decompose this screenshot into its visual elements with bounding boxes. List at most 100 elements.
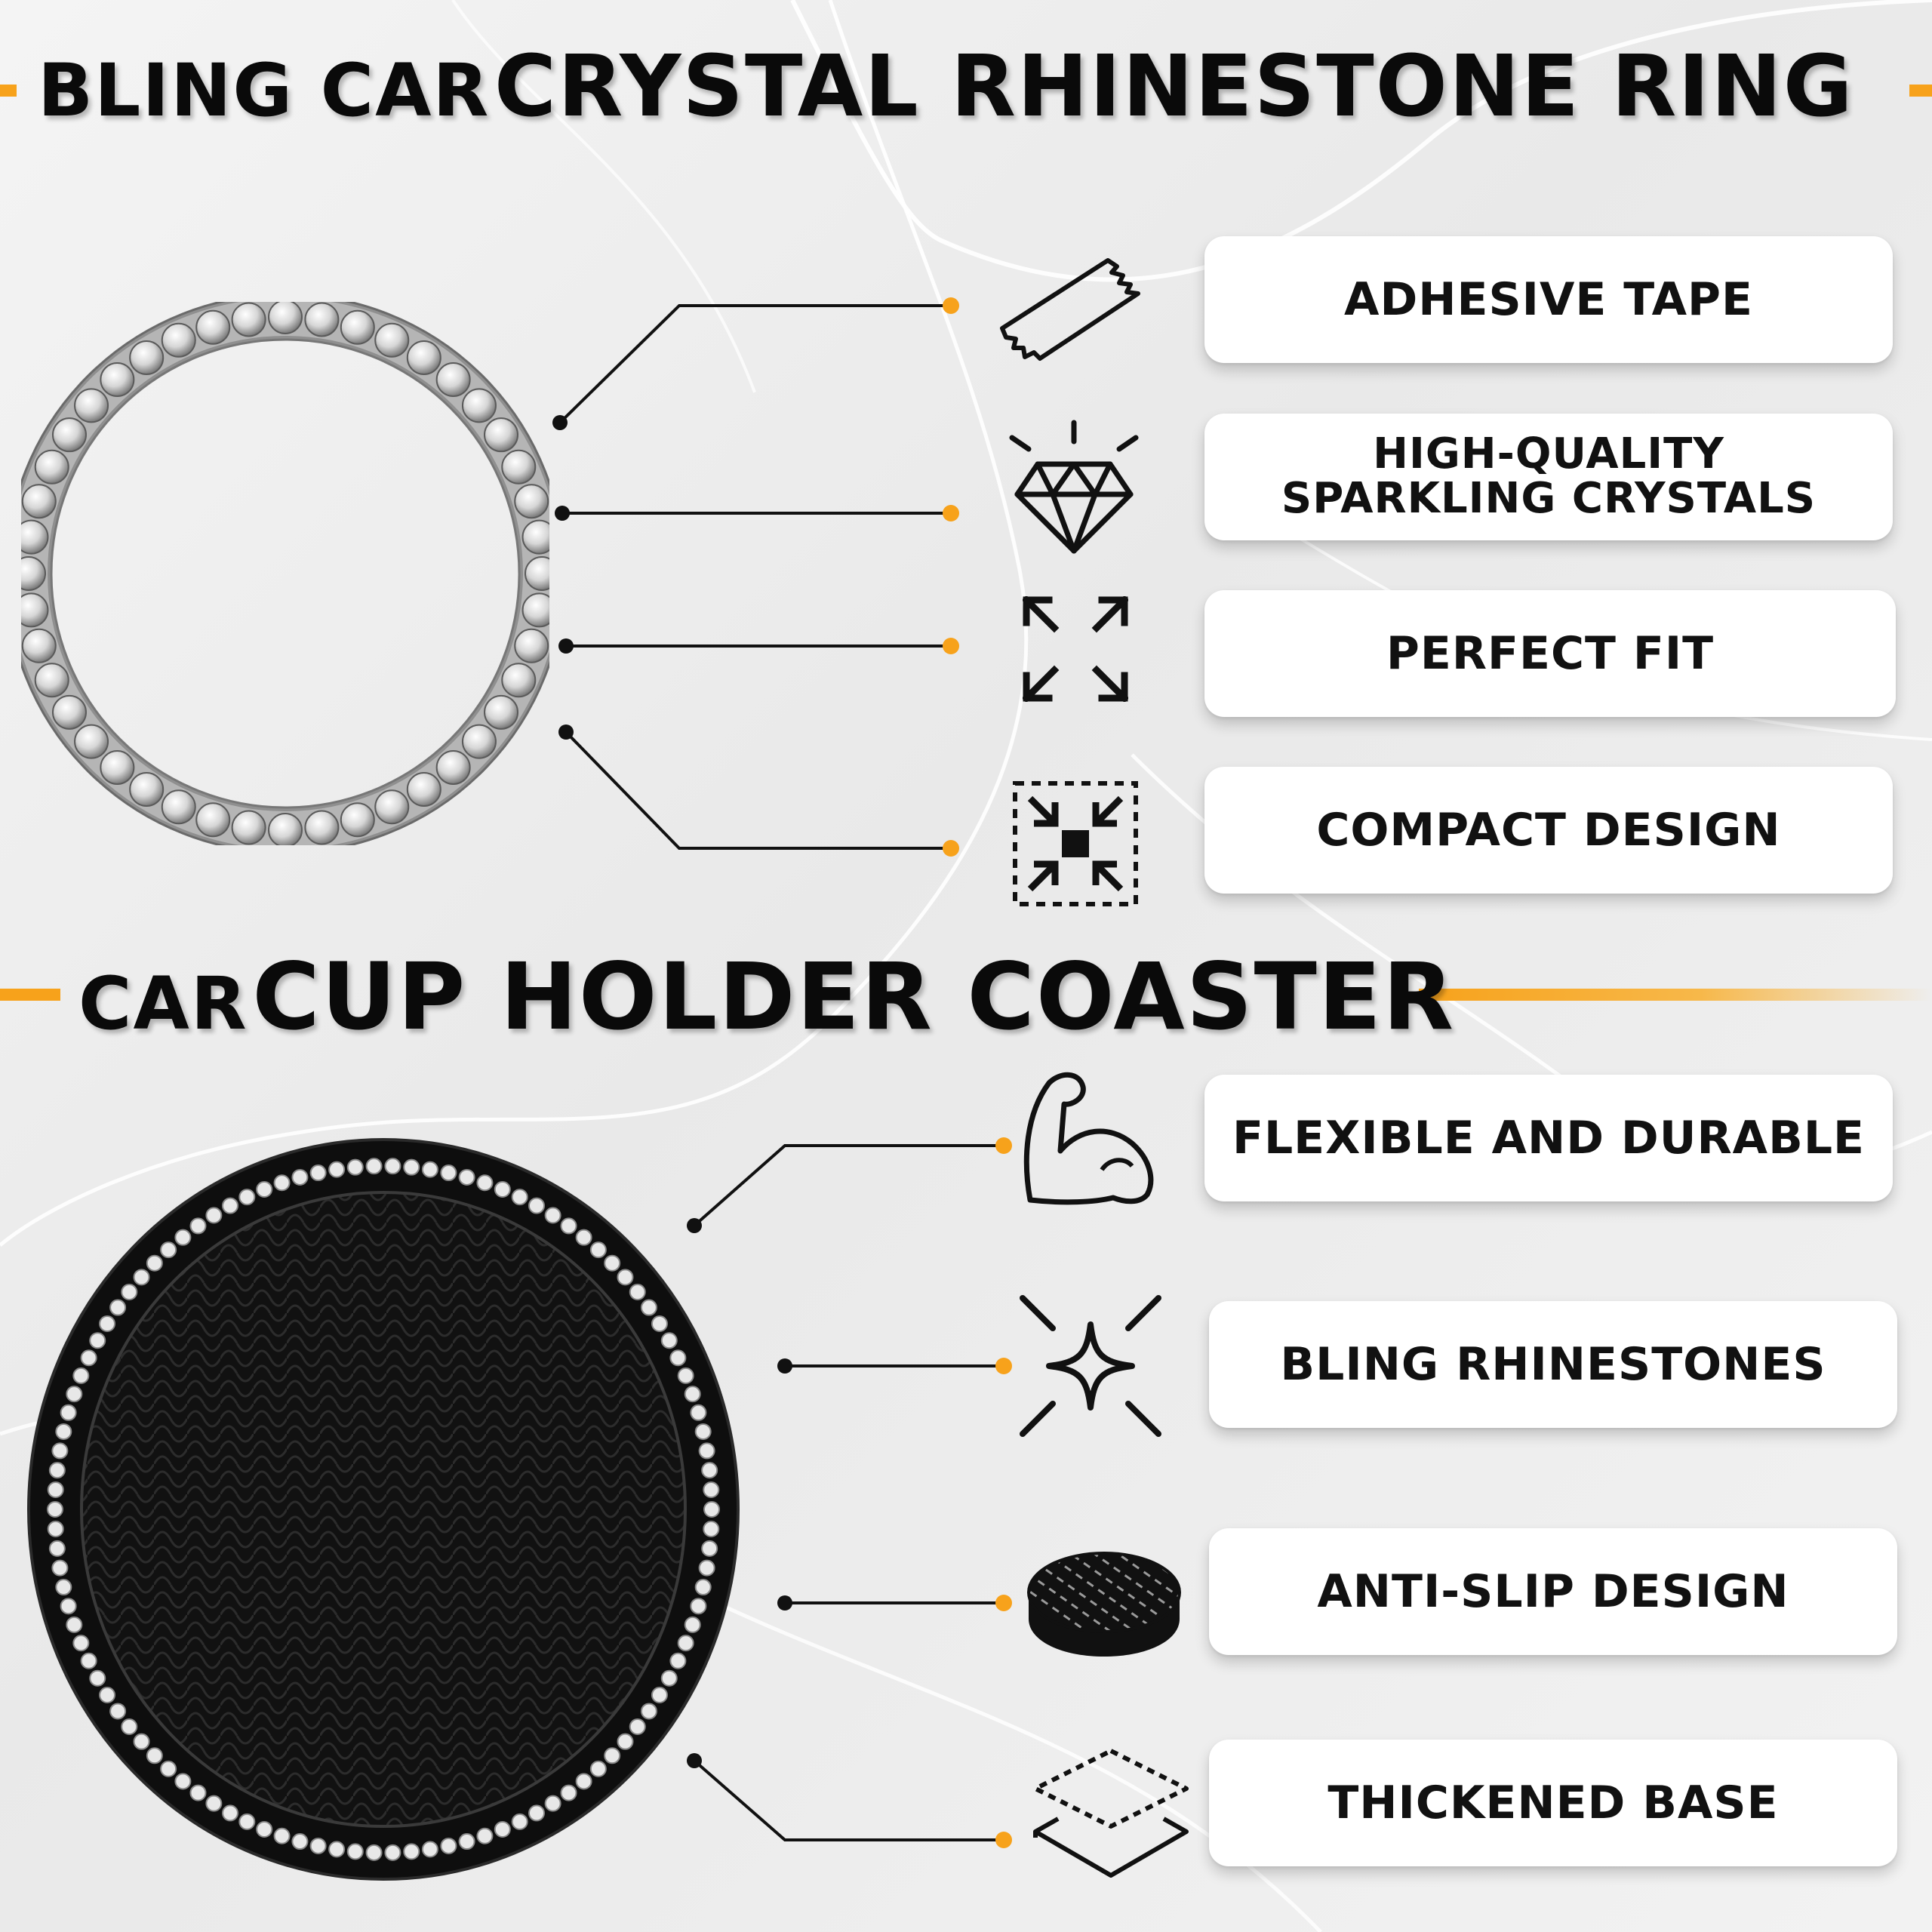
- rhinestone: [458, 1168, 475, 1186]
- rhinestone: [421, 1841, 438, 1858]
- rhinestone: [690, 1598, 707, 1615]
- rhinestone: [133, 1269, 150, 1286]
- rhinestone: [195, 309, 231, 345]
- rhinestone: [484, 694, 519, 730]
- rhinestone: [698, 1442, 715, 1460]
- rhinestone: [384, 1844, 401, 1861]
- rhinestone: [21, 519, 49, 555]
- rhinestone: [684, 1616, 701, 1633]
- rhinestone: [365, 1844, 383, 1861]
- rhinestone: [100, 749, 135, 785]
- rhinestone: [669, 1652, 687, 1669]
- feature-label: ADHESIVE TAPE: [1344, 272, 1753, 326]
- rhinestone: [684, 1386, 701, 1403]
- feature-card-sparkling-crystals: HIGH-QUALITY SPARKLING CRYSTALS: [1204, 414, 1893, 540]
- feature-card-perfect-fit: PERFECT FIT: [1204, 590, 1896, 717]
- rhinestone: [34, 449, 69, 485]
- rhinestone: [47, 1481, 64, 1499]
- rhinestone: [109, 1703, 127, 1720]
- accent-bar-left-1: [0, 85, 17, 97]
- rhinestone: [51, 694, 87, 730]
- rhinestone: [304, 810, 340, 845]
- rhinestone: [629, 1283, 646, 1300]
- rhinestone: [640, 1299, 657, 1316]
- rhinestone: [604, 1254, 621, 1272]
- rhinestone: [406, 772, 441, 808]
- rhinestone: [340, 309, 375, 345]
- rhinestone: [461, 388, 497, 423]
- rhinestone: [51, 1559, 69, 1577]
- rhinestone: [74, 724, 109, 759]
- rhinestone: [690, 1404, 707, 1421]
- rhinestone: [694, 1579, 712, 1596]
- rhinestone: [476, 1174, 494, 1192]
- heading-strong-text: CUP HOLDER COASTER: [252, 943, 1456, 1051]
- heading-strong-text: CRYSTAL RHINESTONE RING: [494, 38, 1854, 136]
- feature-card-adhesive-tape: ADHESIVE TAPE: [1204, 236, 1893, 363]
- feature-label: FLEXIBLE AND DURABLE: [1232, 1111, 1866, 1164]
- rhinestone: [458, 1833, 475, 1850]
- rhinestone: [384, 1158, 401, 1175]
- rhinestone: [521, 592, 549, 628]
- rhinestone: [328, 1161, 346, 1178]
- rhinestone: [238, 1813, 256, 1830]
- rhinestone: [521, 519, 549, 555]
- rhinestone: [617, 1733, 634, 1750]
- rhinestone: [100, 362, 135, 398]
- rhinestone: [129, 772, 165, 808]
- rhinestone: [55, 1423, 72, 1440]
- rhinestone: [221, 1197, 238, 1214]
- rhinestone: [55, 1579, 72, 1596]
- rhinestone: [440, 1837, 457, 1854]
- rhinestone: [575, 1229, 592, 1246]
- sparkle-icon: [1020, 1295, 1161, 1437]
- rhinestone: [604, 1747, 621, 1764]
- rhinestone: [640, 1703, 657, 1720]
- rhinestone: [195, 802, 231, 838]
- rhinestone: [660, 1669, 678, 1687]
- rhinestone: [514, 484, 549, 519]
- rhinestone: [72, 1367, 90, 1384]
- rhinestone: [268, 302, 303, 334]
- rhinestone: [374, 322, 410, 358]
- rhinestone: [403, 1843, 420, 1860]
- rhinestone: [698, 1559, 715, 1577]
- feature-card-bling-rhinestones: BLING RHINESTONES: [1209, 1301, 1897, 1428]
- rhinestone: [89, 1669, 106, 1687]
- section-heading-coaster: CAR CUP HOLDER COASTER: [78, 943, 1455, 1051]
- rhinestone: [660, 1332, 678, 1349]
- rhinestone: [160, 1760, 177, 1777]
- rhinestone: [501, 663, 537, 698]
- rhinestone: [72, 1635, 90, 1652]
- feature-label: THICKENED BASE: [1327, 1776, 1779, 1829]
- rhinestone: [421, 1161, 438, 1178]
- feature-card-thickened-base: THICKENED BASE: [1209, 1740, 1897, 1866]
- rhinestone: [99, 1315, 116, 1333]
- rhinestone: [89, 1332, 106, 1349]
- rhinestone: [48, 1540, 66, 1557]
- rhinestone: [80, 1349, 97, 1367]
- rhinestone: [589, 1241, 607, 1259]
- flexed-arm-icon: [1023, 1072, 1154, 1205]
- rhinestone: [189, 1784, 207, 1801]
- rhinestone: [146, 1747, 163, 1764]
- feature-label: PERFECT FIT: [1386, 626, 1715, 680]
- rhinestone: [346, 1843, 364, 1860]
- feature-label: HIGH-QUALITY SPARKLING CRYSTALS: [1281, 429, 1817, 523]
- rhinestone: [365, 1158, 383, 1175]
- rhinestone: [205, 1207, 223, 1224]
- heading-light-text: BLING CAR: [38, 48, 491, 133]
- rhinestone: [544, 1795, 561, 1812]
- rhinestone: [525, 556, 549, 591]
- feature-label: COMPACT DESIGN: [1316, 803, 1781, 857]
- rhinestone: [528, 1197, 546, 1214]
- feature-card-compact-design: COMPACT DESIGN: [1204, 767, 1893, 894]
- rhinestone: [256, 1181, 273, 1198]
- rhinestone: [346, 1158, 364, 1176]
- rhinestone: [589, 1760, 607, 1777]
- layers-icon: [1033, 1749, 1189, 1878]
- rhinestone: [544, 1207, 561, 1224]
- rhinestone: [629, 1718, 646, 1736]
- rhinestone: [121, 1283, 138, 1300]
- rhinestone: [121, 1718, 138, 1736]
